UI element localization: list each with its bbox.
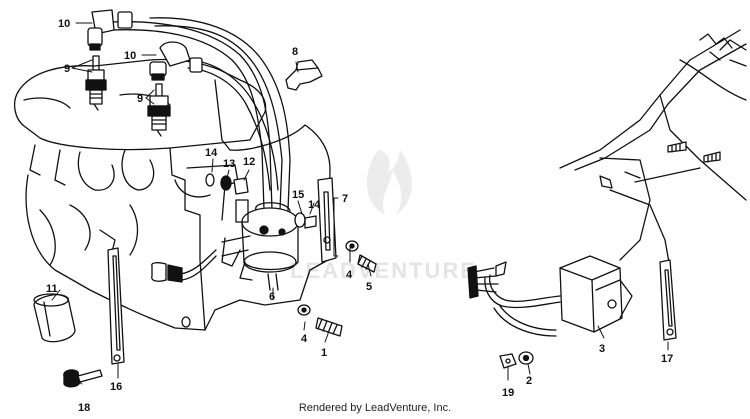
washer-bolt-upper [345, 240, 377, 273]
watermark: LEADVENTURE [290, 150, 477, 283]
plug-wires [87, 9, 291, 211]
cdi-box [559, 255, 633, 333]
frame-right [559, 29, 747, 269]
strap-16 [107, 247, 125, 365]
callout-7: 7 [342, 193, 348, 205]
callout-18: 18 [78, 402, 90, 414]
strap-17 [659, 259, 677, 341]
washer-bolt-lower [181, 304, 343, 337]
spacers [205, 173, 317, 229]
callout-3: 3 [599, 343, 605, 355]
callout-labels: 10 10 9 9 8 14 13 12 15 14 7 4 5 6 4 1 1… [46, 18, 673, 414]
callout-1: 1 [321, 347, 327, 359]
cdi-harness [467, 261, 561, 337]
leader-lines [51, 22, 669, 385]
callout-16: 16 [110, 381, 122, 393]
bracket-8 [285, 59, 323, 91]
washer-nut-right [499, 351, 534, 369]
callout-15: 15 [292, 189, 304, 201]
callout-6: 6 [269, 291, 275, 303]
callout-4-upper: 4 [346, 269, 353, 281]
coil-lead [151, 249, 217, 283]
callout-9-left: 9 [64, 63, 70, 75]
plug-cap-top [87, 9, 115, 51]
callout-17: 17 [661, 353, 673, 365]
watermark-text: LEADVENTURE [290, 258, 477, 283]
callout-14-upper: 14 [205, 147, 218, 159]
ignition-coil [221, 202, 299, 291]
callout-12: 12 [243, 156, 255, 168]
callout-9-right: 9 [137, 93, 143, 105]
callout-19: 19 [502, 387, 514, 399]
callout-13: 13 [223, 158, 235, 170]
footer-credit: Rendered by LeadVenture, Inc. [298, 402, 452, 414]
bolt-18 [63, 369, 103, 388]
callout-11: 11 [46, 283, 58, 295]
callout-14-lower: 14 [308, 199, 321, 211]
bracket-7 [317, 177, 337, 263]
plug-cap-second [149, 41, 191, 81]
spark-plug-right [147, 83, 171, 137]
callout-4-lower: 4 [301, 333, 308, 345]
callout-10-second: 10 [124, 50, 136, 62]
callout-5: 5 [366, 281, 372, 293]
callout-2: 2 [526, 375, 532, 387]
spark-plug-left [85, 55, 107, 111]
callout-8: 8 [292, 46, 298, 58]
callout-10-top: 10 [58, 18, 70, 30]
sleeve-11 [33, 293, 76, 343]
engine-block [13, 58, 331, 331]
